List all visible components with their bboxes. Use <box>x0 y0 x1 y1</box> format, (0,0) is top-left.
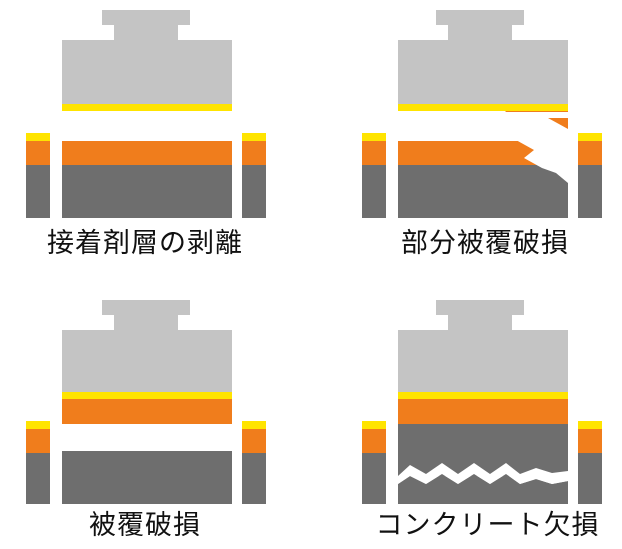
right-edge-adhesive <box>242 421 266 429</box>
left-edge-adhesive <box>26 133 50 141</box>
attachment-cap <box>102 10 190 25</box>
adhesive-layer-top <box>398 104 568 111</box>
caption-coating-damage: 被覆破損 <box>89 510 201 541</box>
left-edge-adhesive <box>362 133 386 141</box>
right-edge-concrete <box>578 165 602 218</box>
right-edge-concrete <box>578 453 602 504</box>
left-edge-coating <box>362 141 386 165</box>
attachment-cap <box>436 300 524 315</box>
right-edge-coating <box>242 141 266 165</box>
panel-concrete-loss <box>362 300 602 504</box>
caption-partial-coating-damage: 部分被覆破損 <box>401 228 569 259</box>
crack-gap <box>503 112 568 183</box>
coating-layer <box>62 399 232 424</box>
left-edge-coating <box>26 141 50 165</box>
panel-partial-coating-damage <box>362 10 602 218</box>
attachment-neck <box>448 315 512 330</box>
panel-coating-damage <box>26 300 266 504</box>
right-edge-concrete <box>242 453 266 504</box>
concrete-block <box>398 165 568 218</box>
left-edge-adhesive <box>26 421 50 429</box>
right-edge-concrete <box>242 165 266 218</box>
concrete-upper <box>398 424 568 476</box>
adhesive-layer <box>398 392 568 399</box>
concrete-block <box>62 165 232 218</box>
attachment-neck <box>114 315 178 330</box>
panel-adhesive-peeling <box>26 10 266 218</box>
right-edge-adhesive <box>242 133 266 141</box>
left-edge-concrete <box>26 453 50 504</box>
right-edge-coating <box>578 141 602 165</box>
left-edge-concrete <box>362 453 386 504</box>
caption-concrete-loss: コンクリート欠損 <box>375 510 600 541</box>
right-edge-coating <box>578 429 602 453</box>
attachment-body <box>62 40 232 104</box>
left-edge-adhesive <box>362 421 386 429</box>
left-edge-coating <box>362 429 386 453</box>
right-edge-adhesive <box>578 421 602 429</box>
attachment-neck <box>114 25 178 40</box>
attachment-cap <box>102 300 190 315</box>
attachment-neck <box>448 25 512 40</box>
adhesive-layer <box>62 392 232 399</box>
left-edge-concrete <box>26 165 50 218</box>
coating-layer <box>398 399 568 424</box>
caption-adhesive-peeling: 接着剤層の剥離 <box>47 228 243 259</box>
left-edge-coating <box>26 429 50 453</box>
left-edge-concrete <box>362 165 386 218</box>
concrete-crack <box>398 463 568 484</box>
coating-layer <box>62 141 232 165</box>
concrete-block <box>62 451 232 504</box>
attachment-cap <box>436 10 524 25</box>
attachment-body <box>62 330 232 392</box>
right-edge-adhesive <box>578 133 602 141</box>
right-edge-coating <box>242 429 266 453</box>
attachment-body <box>398 40 568 104</box>
adhesive-layer-top <box>62 104 232 111</box>
concrete-lower <box>398 474 568 504</box>
attachment-body <box>398 330 568 392</box>
